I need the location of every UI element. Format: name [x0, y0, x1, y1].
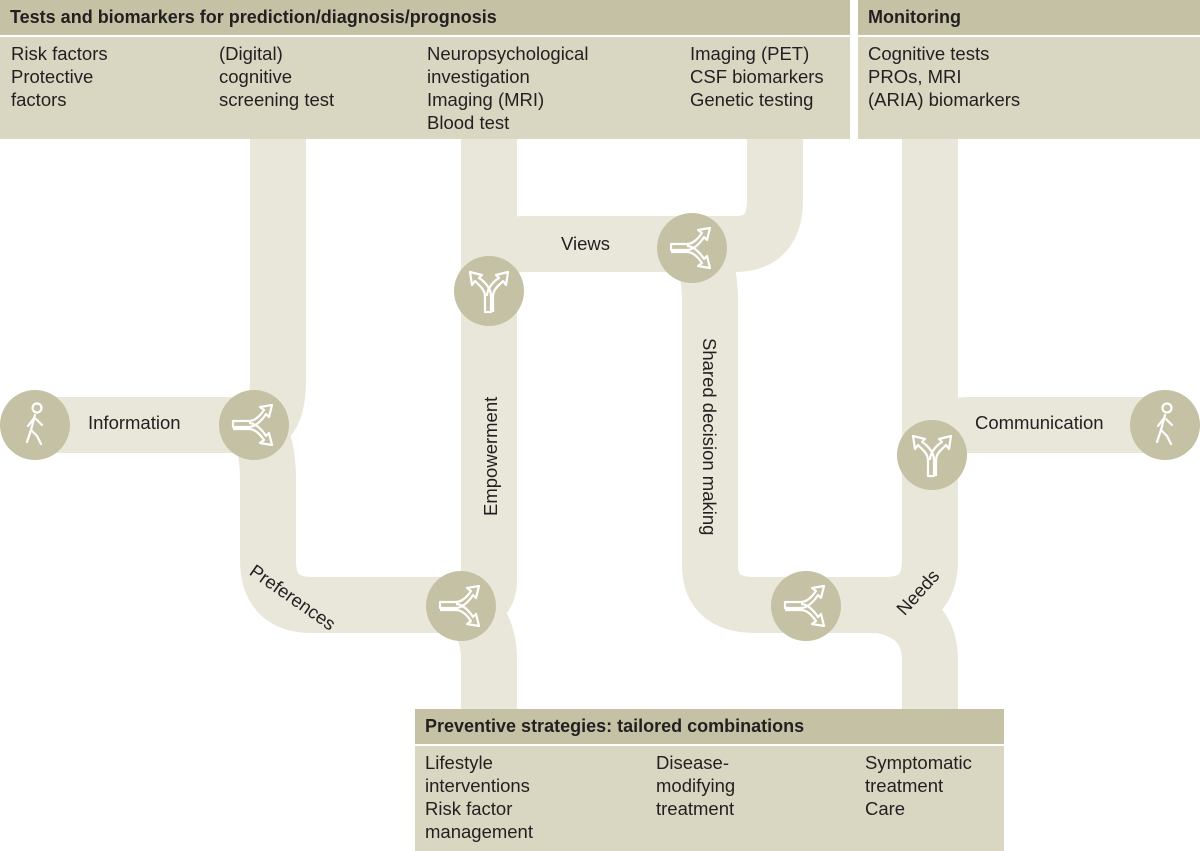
monitoring-header [858, 0, 1200, 35]
test-item: Protective [11, 66, 94, 87]
walking-person-icon [0, 390, 70, 460]
preventive-title: Preventive strategies: tailored combinat… [425, 716, 805, 736]
test-item: Genetic testing [690, 89, 814, 110]
tests-biomarkers-box: Tests and biomarkers for prediction/diag… [0, 0, 850, 139]
monitoring-title: Monitoring [868, 7, 961, 27]
preventive-strategies-box: Preventive strategies: tailored combinat… [415, 709, 1004, 851]
divider [415, 744, 1004, 746]
road-to-pet [692, 135, 803, 272]
tests-biomarkers-header [0, 0, 850, 35]
test-item: Imaging (MRI) [427, 89, 545, 110]
label-shared-decision-making: Shared decision making [699, 338, 720, 536]
monitoring-list: Cognitive tests PROs, MRI (ARIA) biomark… [868, 42, 1020, 111]
tests-column-neuropsych: Neuropsychological investigation Imaging… [427, 42, 588, 134]
road-to-screening [245, 135, 306, 453]
strategy-item: interventions [425, 775, 530, 796]
preventive-column-symptomatic: Symptomatic treatment Care [865, 751, 972, 820]
road-neuropsych [459, 135, 517, 633]
test-item: factors [11, 89, 67, 110]
road-to-preventive-right [873, 577, 958, 715]
strategy-item: Symptomatic [865, 752, 972, 773]
preventive-header [415, 709, 1004, 744]
divider [858, 35, 1200, 37]
tests-column-risk: Risk factors Protective factors [11, 42, 108, 111]
preventive-column-disease-modifying: Disease- modifying treatment [656, 751, 735, 820]
test-item: Imaging (PET) [690, 43, 810, 64]
test-item: (Digital) [219, 43, 283, 64]
strategy-item: modifying [656, 775, 736, 796]
label-empowerment: Empowerment [480, 396, 501, 516]
divider [0, 35, 850, 37]
test-item: Risk factors [11, 43, 108, 64]
test-item: Blood test [427, 112, 510, 133]
monitoring-item: PROs, MRI [868, 66, 962, 87]
label-communication: Communication [975, 412, 1104, 433]
monitoring-box: Monitoring Cognitive tests PROs, MRI (AR… [858, 0, 1200, 139]
preventive-column-lifestyle: Lifestyle interventions Risk factor mana… [425, 751, 533, 843]
test-item: screening test [219, 89, 335, 110]
test-item: CSF biomarkers [690, 66, 824, 87]
monitoring-item: (ARIA) biomarkers [868, 89, 1021, 110]
walking-person-icon [1130, 390, 1200, 460]
label-information: Information [88, 412, 181, 433]
fork-arrows-icon [454, 256, 524, 326]
strategy-item: Risk factor [425, 798, 513, 819]
test-item: Neuropsychological [427, 43, 589, 64]
label-views: Views [561, 233, 611, 254]
test-item: cognitive [219, 66, 293, 87]
merge-arrows-icon [426, 571, 496, 641]
merge-arrows-icon [657, 213, 727, 283]
strategy-item: management [425, 821, 533, 842]
tests-column-screening: (Digital) cognitive screening test [219, 42, 334, 111]
fork-arrows-icon [897, 420, 967, 490]
tests-column-imaging: Imaging (PET) CSF biomarkers Genetic tes… [690, 42, 824, 111]
strategy-item: treatment [865, 775, 944, 796]
test-item: investigation [427, 66, 530, 87]
merge-arrows-icon [771, 571, 841, 641]
merge-arrows-icon [219, 390, 289, 460]
strategy-item: treatment [656, 798, 735, 819]
strategy-item: Disease- [656, 752, 729, 773]
strategy-item: Lifestyle [425, 752, 493, 773]
strategy-item: Care [865, 798, 906, 819]
monitoring-item: Cognitive tests [868, 43, 990, 64]
tests-biomarkers-title: Tests and biomarkers for prediction/diag… [10, 7, 497, 27]
